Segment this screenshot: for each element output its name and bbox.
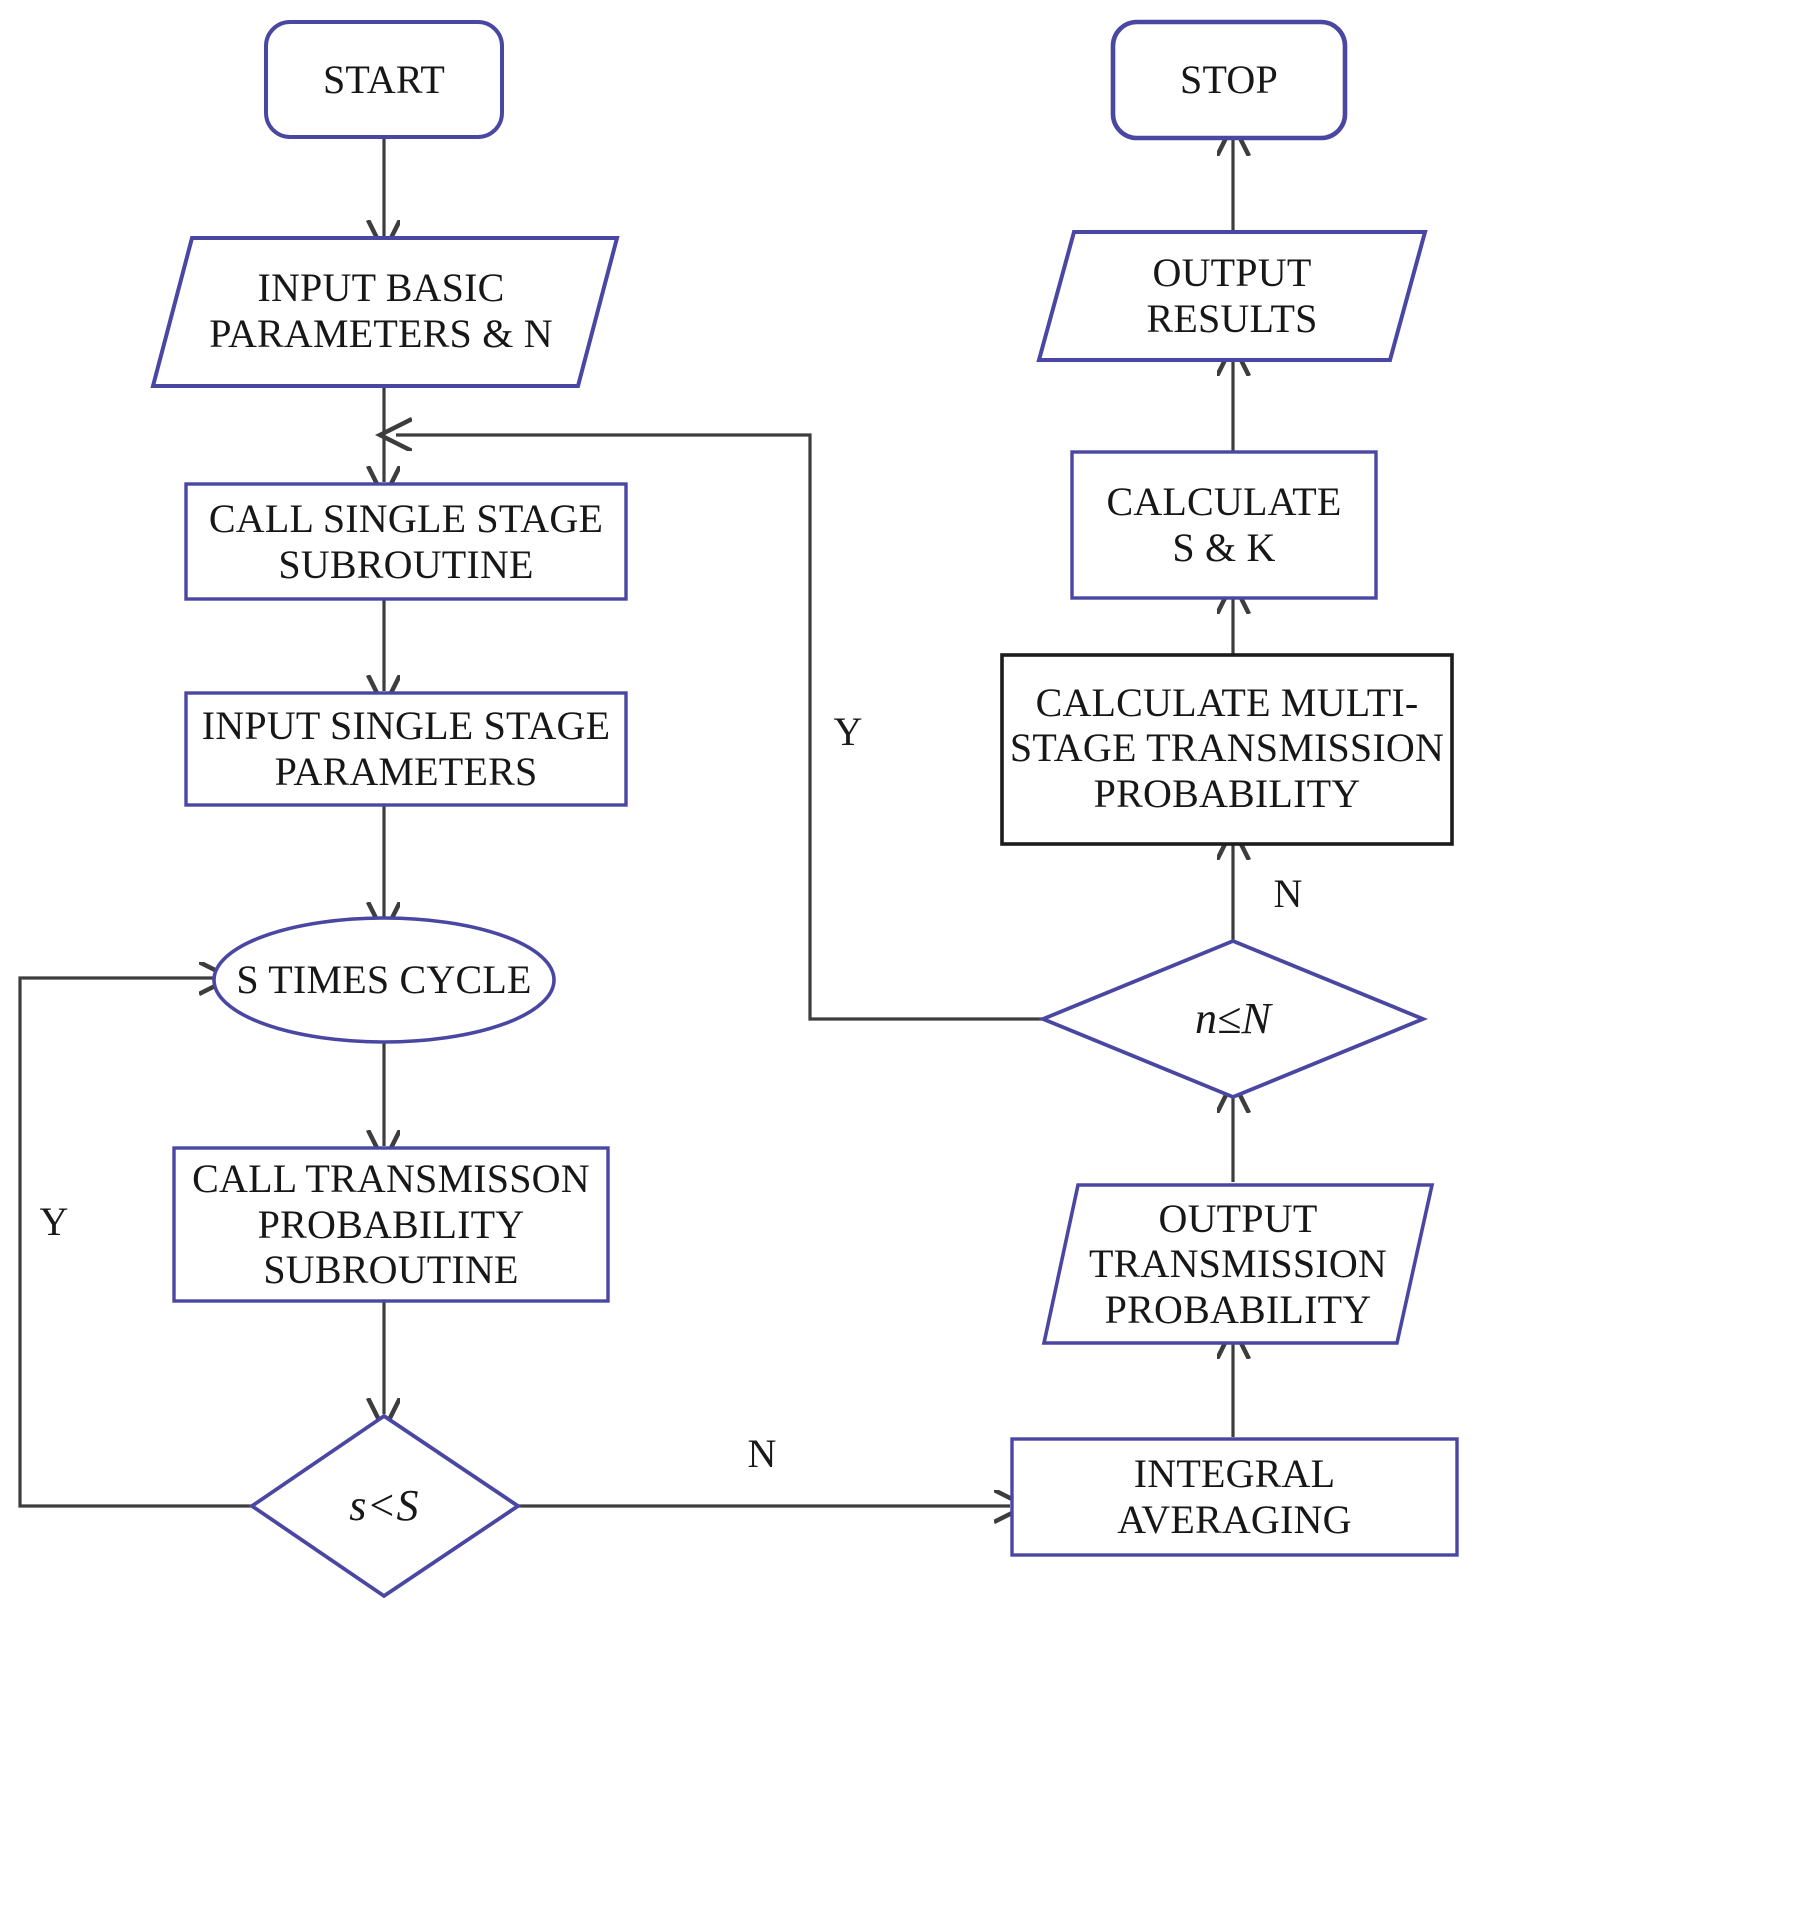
node-decision-n-le-N-shape[interactable] bbox=[1037, 938, 1429, 1100]
node-decision-s-lt-S-shape[interactable] bbox=[248, 1413, 522, 1599]
edge-label-decision-n-yes: Y bbox=[833, 709, 863, 754]
node-integral-averaging-shape[interactable] bbox=[1010, 1437, 1459, 1557]
edge-label-decision-s-no: N bbox=[747, 1431, 777, 1476]
arrow-group bbox=[18, 137, 1233, 1508]
node-start-shape[interactable] bbox=[264, 20, 504, 139]
node-call-single-stage-shape[interactable] bbox=[184, 482, 628, 601]
node-output-results-shape[interactable] bbox=[1036, 230, 1428, 362]
arrow-decision-n-yes-to-main-line bbox=[396, 435, 1043, 1021]
node-call-transmission-shape[interactable] bbox=[172, 1146, 610, 1303]
node-input-single-stage-shape[interactable] bbox=[184, 691, 628, 807]
node-input-basic-shape[interactable] bbox=[150, 236, 620, 388]
node-calculate-multistage-shape[interactable] bbox=[1000, 653, 1454, 846]
node-calculate-sk-shape[interactable] bbox=[1070, 450, 1378, 600]
node-output-transmission-shape[interactable] bbox=[1041, 1183, 1435, 1345]
edge-label-decision-s-yes: Y bbox=[39, 1199, 69, 1244]
arrow-decision-s-yes-to-cycle bbox=[18, 978, 252, 1508]
node-s-times-cycle-shape[interactable] bbox=[212, 916, 556, 1044]
edge-label-decision-n-no: N bbox=[1273, 871, 1303, 916]
node-stop-shape[interactable] bbox=[1110, 19, 1348, 141]
